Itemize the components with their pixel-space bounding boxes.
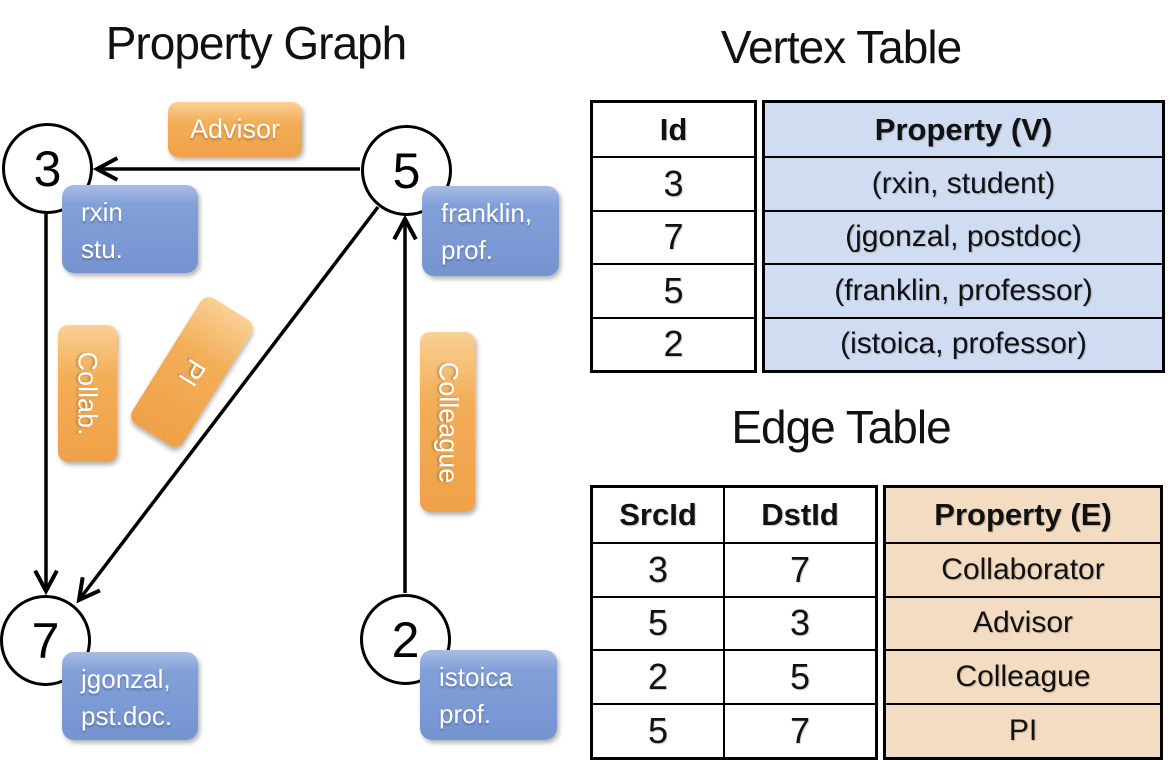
node-2-id: 2: [391, 611, 420, 668]
table-cell: (jgonzal, postdoc): [765, 209, 1162, 264]
edge-label-colleague-text: Colleague: [433, 361, 463, 483]
edge-table-header-srcid: SrcId: [619, 496, 697, 532]
table-cell: 7: [723, 703, 875, 757]
vertex-property-box-3-line2: stu.: [81, 234, 123, 264]
table-cell: 5: [593, 595, 723, 650]
table-cell: 7: [593, 209, 754, 263]
edge-table-header-property: Property (E): [886, 488, 1160, 542]
vertex-table-id-column: Id 3 7 5 2: [590, 100, 757, 373]
edge-label-advisor: Advisor: [168, 102, 302, 157]
node-3-id: 3: [33, 140, 62, 197]
vertex-property-box-7-line2: pst.doc.: [81, 701, 173, 731]
edge-label-pi-text: PI: [172, 353, 212, 392]
table-cell: 3: [593, 156, 754, 209]
edge-5-to-7-arrow: [79, 205, 380, 600]
vertex-property-box-7: jgonzal, pst.doc.: [62, 652, 198, 740]
vertex-property-box-2: istoica prof.: [420, 650, 557, 740]
vertex-property-box-5: franklin, prof.: [422, 186, 559, 276]
vertex-property-box-3: rxin stu.: [62, 185, 198, 273]
vertex-property-box-2-line2: prof.: [439, 699, 492, 729]
edge-table-property-column: Property (E) Collaborator Advisor Collea…: [883, 485, 1163, 760]
vertex-property-box-7-line1: jgonzal,: [81, 664, 171, 694]
edge-table-id-columns: SrcId DstId 3 7 5 3 2 5 5 7: [590, 485, 878, 760]
vertex-property-box-5-line2: prof.: [441, 235, 494, 265]
table-cell: 2: [593, 316, 754, 370]
graph-node-2: 2: [360, 594, 451, 685]
vertex-table-header-property: Property (V): [765, 103, 1162, 157]
table-cell: (franklin, professor): [765, 263, 1162, 317]
table-cell: 2: [593, 649, 723, 703]
edge-label-collab: Collab.: [58, 325, 117, 462]
table-cell: 5: [723, 649, 875, 704]
edge-table-header-dstid: DstId: [723, 488, 875, 542]
edge-label-colleague: Colleague: [420, 332, 475, 512]
graph-edges: [0, 0, 585, 760]
vertex-property-box-5-line1: franklin,: [441, 198, 533, 228]
graph-node-5: 5: [361, 125, 452, 216]
table-cell: Colleague: [886, 649, 1160, 704]
edge-table-title: Edge Table: [731, 401, 951, 453]
vertex-property-box-2-line1: istoica: [439, 662, 513, 692]
table-cell: (istoica, professor): [765, 316, 1162, 370]
table-cell: 7: [723, 541, 875, 596]
edge-table: SrcId DstId 3 7 5 3 2 5 5 7 Property (E)…: [590, 485, 1163, 760]
edge-label-advisor-text: Advisor: [189, 114, 281, 144]
vertex-property-box-3-line1: rxin: [81, 197, 123, 227]
vertex-table-property-column: Property (V) (rxin, student) (jgonzal, p…: [762, 100, 1165, 373]
property-graph-title: Property Graph: [105, 17, 407, 69]
vertex-table: Id 3 7 5 2 Property (V) (rxin, student) …: [590, 100, 1165, 373]
vertex-table-header-id: Id: [659, 111, 688, 147]
node-5-id: 5: [392, 142, 421, 199]
table-cell: 5: [593, 263, 754, 316]
table-cell: 3: [593, 541, 723, 596]
edge-label-collab-text: Collab.: [73, 351, 104, 436]
table-cell: Collaborator: [886, 541, 1160, 596]
table-cell: 5: [593, 703, 723, 757]
node-7-id: 7: [31, 612, 60, 669]
table-cell: (rxin, student): [765, 156, 1162, 210]
vertex-table-title: Vertex Table: [720, 21, 962, 73]
table-cell: 3: [723, 595, 875, 650]
table-cell: PI: [886, 703, 1160, 757]
table-cell: Advisor: [886, 595, 1160, 650]
